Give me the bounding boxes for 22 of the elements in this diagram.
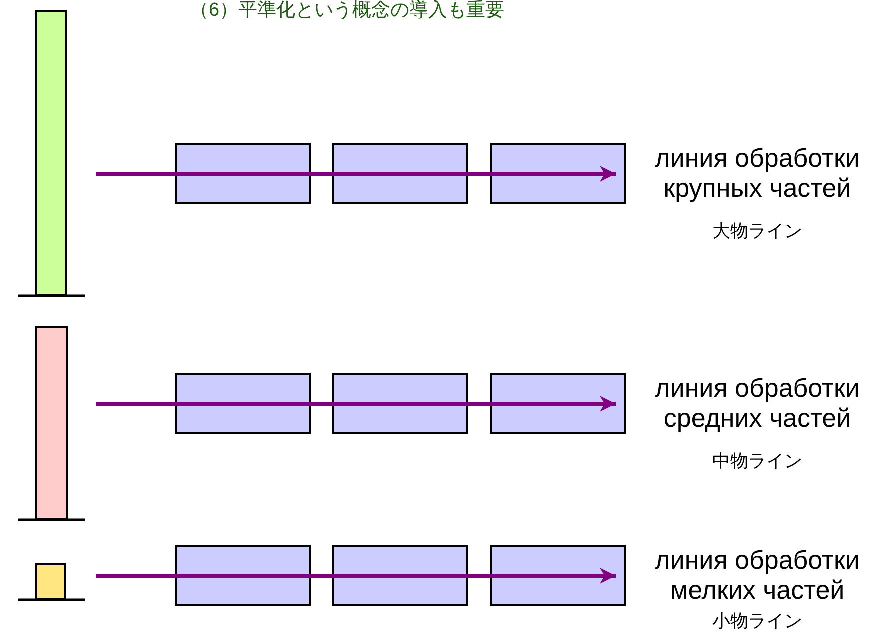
line-name: линия обработки средних частей [654, 373, 861, 433]
process-box [332, 143, 468, 204]
line-caption: 中物ライン [712, 451, 802, 471]
process-box [490, 143, 626, 204]
line-caption: 小物ライン [712, 611, 802, 631]
level-bar [35, 10, 67, 296]
process-box [490, 545, 626, 606]
process-box [490, 373, 626, 434]
line-name: линия обработки крупных частей [654, 143, 861, 203]
level-bar [35, 326, 68, 520]
flow-arrow [96, 166, 616, 182]
flow-arrow [96, 396, 616, 412]
line-caption: 大物ライン [712, 221, 802, 241]
line-name: линия обработки мелких частей [654, 545, 861, 605]
process-box [175, 373, 311, 434]
process-box [332, 373, 468, 434]
process-box [175, 545, 311, 606]
process-box [332, 545, 468, 606]
level-bar [35, 563, 66, 600]
process-box [175, 143, 311, 204]
title: （6）平準化という概念の導入も重要 [190, 0, 505, 22]
flow-arrow [96, 568, 616, 584]
